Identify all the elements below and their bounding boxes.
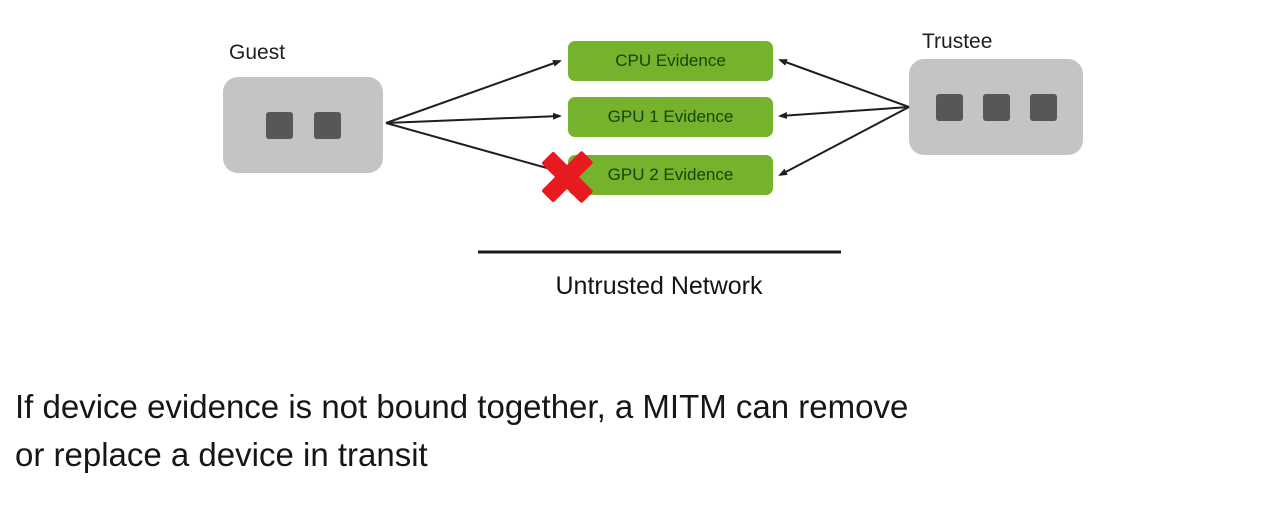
caption: If device evidence is not bound together…	[15, 383, 908, 479]
guest-label: Guest	[229, 41, 286, 64]
gpu1-evidence-box: GPU 1 Evidence	[568, 97, 773, 137]
chip-icon	[313, 111, 341, 139]
arrow-guest-to-cpu-evidence	[385, 60, 562, 124]
arrow-trustee-to-cpu-evidence	[778, 59, 910, 108]
cpu-evidence-box: CPU Evidence	[568, 41, 773, 81]
chip-icon	[265, 111, 293, 139]
arrow-trustee-to-gpu2-evidence	[778, 106, 910, 176]
trustee-label: Trustee	[922, 30, 993, 53]
caption-line-1: If device evidence is not bound together…	[15, 388, 909, 425]
chip-icon	[982, 93, 1010, 121]
untrusted-network-label: Untrusted Network	[555, 272, 763, 300]
arrow-guest-to-gpu1-evidence	[385, 112, 562, 124]
arrow-trustee-to-gpu1-evidence	[778, 106, 910, 120]
gpu2-evidence-box: GPU 2 Evidence	[568, 155, 773, 195]
caption-line-2: or replace a device in transit	[15, 436, 428, 473]
guest-device-box	[223, 77, 383, 173]
chip-icon	[935, 93, 963, 121]
chip-icon	[1029, 93, 1057, 121]
trustee-device-box	[909, 59, 1083, 155]
arrow-guest-to-gpu2-evidence-blocked	[385, 122, 555, 171]
